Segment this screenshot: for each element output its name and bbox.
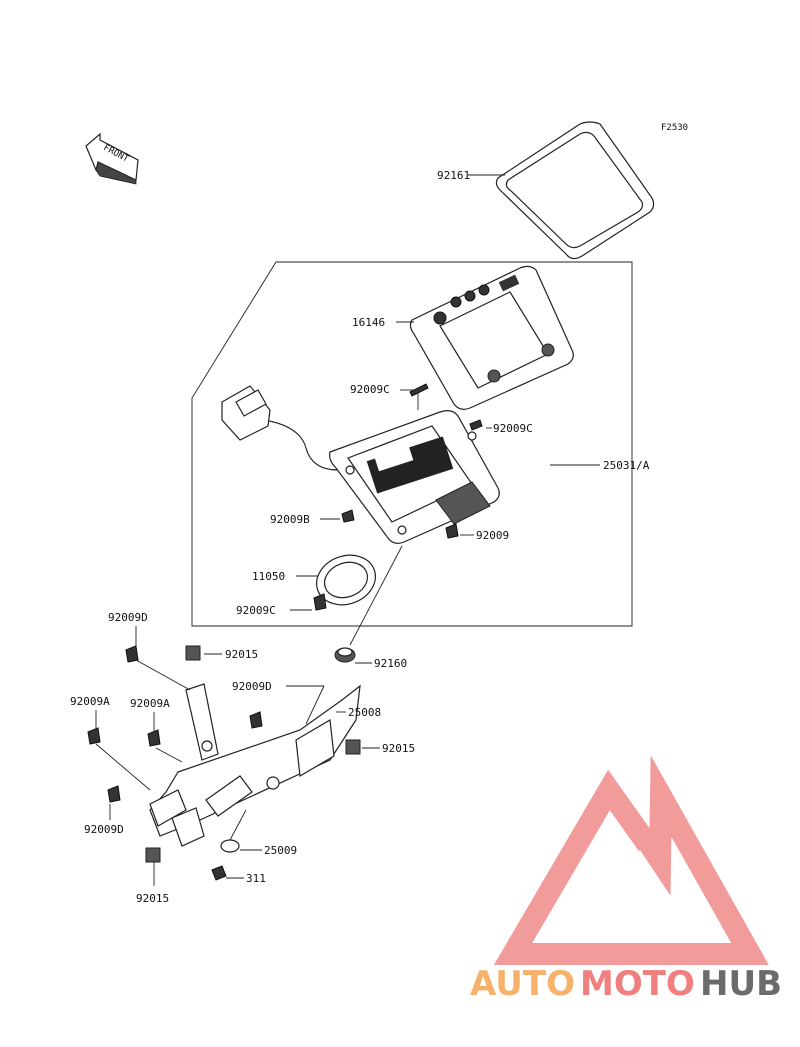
part-labels: 92161 16146 92009C 92009C 25031/A 92009B… (70, 169, 650, 905)
svg-text:MOTO: MOTO (580, 964, 695, 1004)
part-label: 92009D (108, 611, 148, 624)
part-label: 92009 (476, 529, 509, 542)
part-label: 25031/A (603, 459, 650, 472)
wire-harness-part (221, 385, 339, 471)
part-label: 92009A (130, 697, 170, 710)
meter-body-part (329, 410, 500, 544)
gasket-part (316, 554, 376, 606)
part-label: 92009D (232, 680, 272, 693)
screw-icons (313, 383, 483, 611)
part-label: 25008 (348, 706, 381, 719)
clip-nut-icon (185, 645, 201, 661)
part-label: 11050 (252, 570, 285, 583)
part-label: 16146 (352, 316, 385, 329)
clip-nut-icon (345, 739, 361, 755)
nut-part (211, 865, 227, 881)
part-label: 92009C (493, 422, 533, 435)
grommet-part (334, 545, 403, 663)
part-label: 92009D (84, 823, 124, 836)
watermark-logo (493, 755, 769, 965)
part-label: 92009C (236, 604, 276, 617)
part-label: 92160 (374, 657, 407, 670)
part-label: 92161 (437, 169, 470, 182)
bezel-frame-part (495, 121, 655, 260)
bracket-part (149, 683, 361, 847)
part-label: 92009C (350, 383, 390, 396)
washer-part (220, 839, 240, 853)
meter-cover-part (409, 265, 574, 410)
assembly-outline (191, 261, 633, 627)
part-label: 311 (246, 872, 266, 885)
svg-text:HUB: HUB (700, 964, 782, 1004)
watermark-text: AUTO MOTO HUB (470, 964, 782, 1004)
part-label: 92009A (70, 695, 110, 708)
part-label: 92009B (270, 513, 310, 526)
clip-nut-icon (145, 847, 161, 863)
front-arrow-icon: FRONT (85, 132, 139, 185)
part-label: 25009 (264, 844, 297, 857)
svg-text:AUTO: AUTO (470, 964, 575, 1004)
bracket-screw-icons (87, 645, 263, 803)
part-label: 92015 (382, 742, 415, 755)
figure-code: F2530 (661, 123, 688, 133)
part-label: 92015 (136, 892, 169, 905)
leader-lines (95, 174, 600, 886)
part-label: 92015 (225, 648, 258, 661)
